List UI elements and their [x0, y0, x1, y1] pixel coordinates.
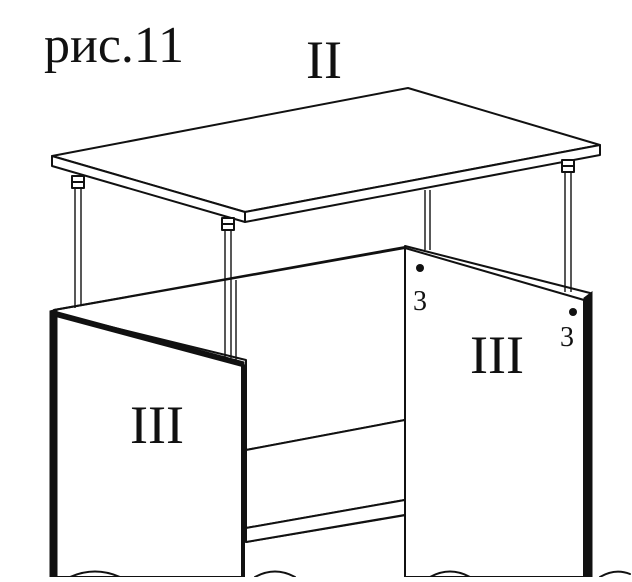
assembly-guide-lines [74, 172, 572, 360]
hole-dot-1 [416, 264, 424, 272]
left-side-label: III [130, 395, 184, 455]
right-side-label: III [470, 325, 524, 385]
hole-label-2: 3 [560, 322, 574, 353]
hole-label-1: 3 [413, 286, 427, 317]
right-side-panel [404, 245, 593, 578]
top-panel-label: II [306, 30, 342, 90]
top-panel [51, 87, 601, 223]
bottom-fittings [69, 570, 631, 578]
dowel-fittings [71, 159, 575, 231]
figure-caption: рис.11 [44, 17, 184, 74]
hole-dot-2 [569, 308, 577, 316]
hole-markers [416, 264, 577, 316]
